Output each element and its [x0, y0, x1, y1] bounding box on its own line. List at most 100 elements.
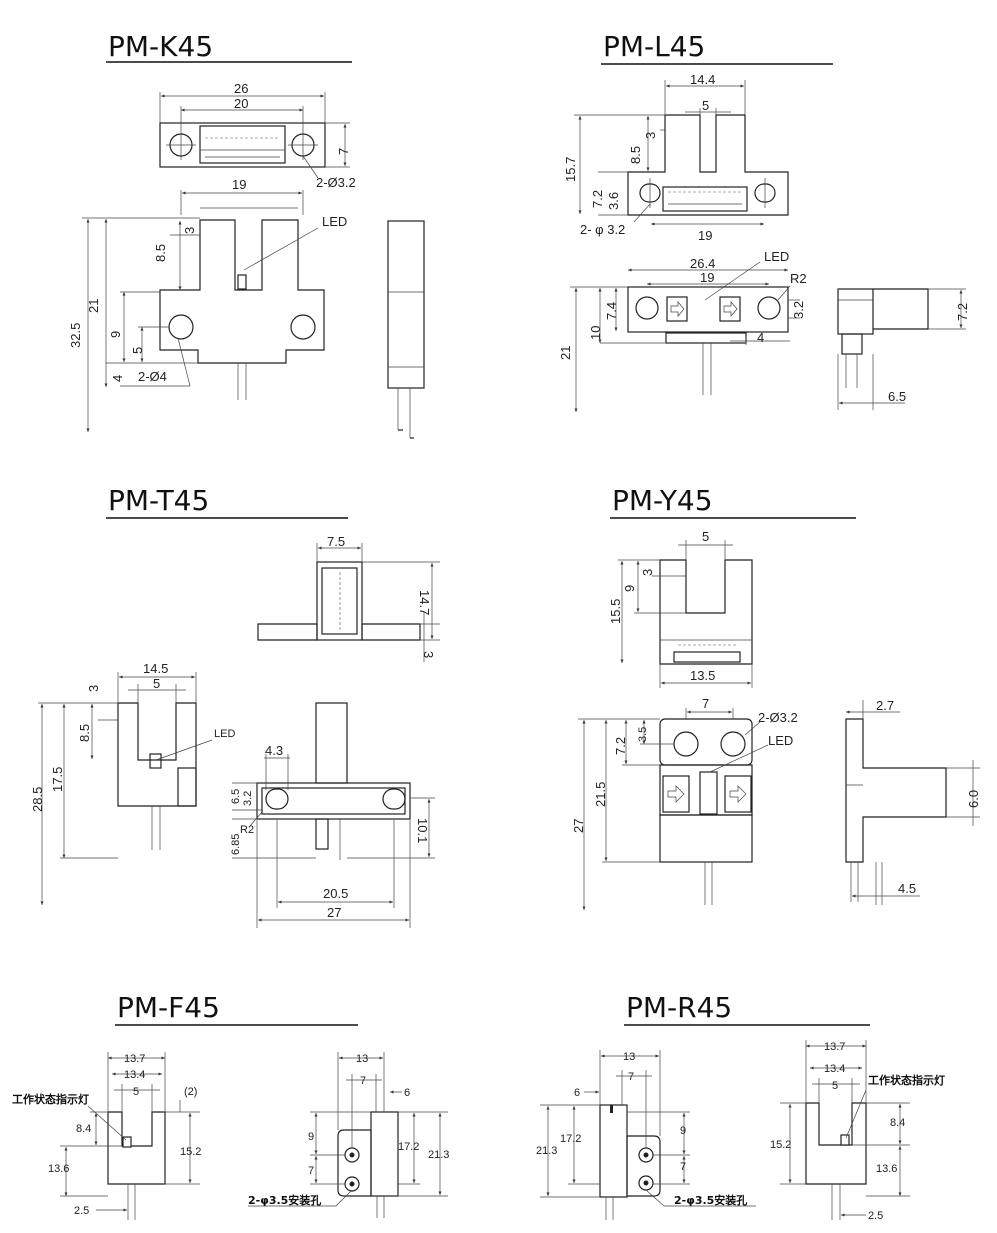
dim: 3.2 [791, 301, 806, 319]
dim: 5 [702, 529, 709, 544]
dim: 13.7 [124, 1053, 145, 1065]
model-r45: PM-R45 13 7 6 21.3 17.2 9 [536, 991, 945, 1222]
dim: 4 [110, 375, 125, 382]
model-title: PM-L45 [603, 30, 705, 63]
dim: 7 [702, 696, 709, 711]
dim: 9 [108, 331, 123, 338]
dim: 5 [832, 1080, 838, 1092]
dim: 13.4 [824, 1063, 845, 1075]
dim: 2.7 [876, 698, 894, 713]
dim: 7.2 [590, 190, 605, 208]
dim: 7.2 [955, 303, 970, 321]
dim: 8.5 [628, 146, 643, 164]
dim: 2-Ø3.2 [758, 710, 798, 725]
dim: 2.5 [868, 1210, 883, 1222]
dim: 26 [234, 81, 248, 96]
dim: 3 [182, 227, 197, 234]
dim: 6.0 [966, 790, 981, 808]
dim: 21 [558, 346, 573, 360]
dim: 21.5 [593, 782, 608, 807]
dim: 7 [680, 1161, 686, 1173]
dim: 5 [130, 347, 145, 354]
dim: 32.5 [68, 323, 83, 348]
dim: 8.5 [153, 244, 168, 262]
dim: 2-Ø3.2 [316, 175, 356, 190]
y45-side-view: 2.7 6.0 4.5 [845, 698, 981, 905]
dim: 5 [153, 676, 160, 691]
dim: 9 [308, 1131, 314, 1143]
dim: 13.6 [876, 1163, 897, 1175]
dim: 19 [232, 177, 246, 192]
dim: 21 [86, 299, 101, 313]
model-title: PM-Y45 [612, 484, 713, 517]
dim: 21.3 [536, 1145, 557, 1157]
dim: 7.5 [327, 534, 345, 549]
dim: 3 [640, 569, 655, 576]
t45-side-view: 4.3 6.5 3.2 R2 6.85 10.1 20.5 27 [230, 702, 435, 928]
k45-front-view: 19 LED 32.5 21 8.5 3 9 5 4 2-Ø4 [68, 177, 347, 432]
dim: 7.2 [613, 737, 628, 755]
dim: 6 [404, 1087, 410, 1099]
y45-front-view: 7 2-Ø3.2 LED 3.5 7.2 21.5 27 [571, 696, 798, 910]
dim: 5 [702, 98, 709, 113]
model-k45: PM-K45 26 20 7 2-Ø3.2 [68, 30, 425, 439]
dim: 3 [421, 651, 436, 658]
t45-front-view: 14.5 5 3 8.5 28.5 17.5 LED [30, 661, 235, 905]
dim: 20.5 [323, 886, 348, 901]
dim: 7 [336, 148, 351, 155]
r45-front-view: 13.7 13.4 5 工作状态指示灯 8.4 13.6 15.2 2.5 [770, 1040, 945, 1222]
dim: 9 [680, 1125, 686, 1137]
dim: 8.5 [77, 724, 92, 742]
dim: 28.5 [30, 787, 45, 812]
dim: 6.5 [230, 789, 242, 804]
dim: 4.3 [265, 743, 283, 758]
dim: 17.5 [50, 767, 65, 792]
k45-top-view: 26 20 7 2-Ø3.2 [159, 81, 356, 190]
dim: 3.2 [242, 791, 254, 806]
dim: 17.2 [560, 1133, 581, 1145]
dim: 4 [757, 330, 764, 345]
dim: 19 [698, 228, 712, 243]
dim: 8.4 [76, 1123, 91, 1135]
dim: R2 [790, 271, 807, 286]
dim: 13.7 [824, 1041, 845, 1053]
dim: 2-φ3.5安装孔 [248, 1193, 321, 1207]
dim: 7 [308, 1165, 314, 1177]
model-title: PM-F45 [117, 991, 220, 1024]
dim: (2) [184, 1086, 197, 1098]
model-l45: PM-L45 14.4 5 15.7 8.5 3 7.2 3.6 [558, 30, 970, 412]
dim: 3 [86, 685, 101, 692]
dim: 7 [628, 1071, 634, 1083]
dim: 13 [623, 1051, 635, 1063]
f45-front-view: 13.7 13.4 5 (2) 工作状态指示灯 8.4 13.6 15.2 2.… [12, 1052, 201, 1220]
dim: R2 [240, 824, 254, 836]
led-label: LED [764, 249, 789, 264]
dim: 27 [571, 819, 586, 833]
dim: 6.5 [888, 389, 906, 404]
l45-front-view: 26.4 19 LED R2 21 7.4 10 3.2 4 [558, 249, 807, 412]
dim: 6.85 [230, 834, 242, 855]
r45-side-view: 13 7 6 21.3 17.2 9 7 2-φ3.5安装孔 [536, 1050, 756, 1220]
f45-side-view: 13 7 6 9 7 17.2 21.3 2-φ3.5安装孔 [248, 1052, 449, 1218]
l45-side-view: 7.2 6.5 [837, 288, 970, 410]
model-y45: PM-Y45 5 15.5 9 3 13.5 [571, 484, 981, 910]
dim: 3.5 [637, 727, 649, 742]
dim: 7 [360, 1075, 366, 1087]
led-label: LED [322, 214, 347, 229]
dim: 15.7 [563, 157, 578, 182]
dim: 10 [588, 326, 603, 340]
dim: 13.6 [48, 1163, 69, 1175]
dim: 8.4 [890, 1117, 905, 1129]
dim: 2-Ø4 [138, 369, 167, 384]
model-title: PM-K45 [108, 30, 213, 63]
dim: 6 [574, 1087, 580, 1099]
indicator-label: 工作状态指示灯 [868, 1073, 945, 1087]
dim: 10.1 [415, 818, 430, 843]
dim: 2- φ 3.2 [580, 222, 625, 237]
dim: 19 [700, 270, 714, 285]
dim: 15.2 [180, 1146, 201, 1158]
dim: 14.5 [143, 661, 168, 676]
dim: 9 [622, 585, 637, 592]
dim: 5 [133, 1086, 139, 1098]
dim: 13.4 [124, 1069, 145, 1081]
